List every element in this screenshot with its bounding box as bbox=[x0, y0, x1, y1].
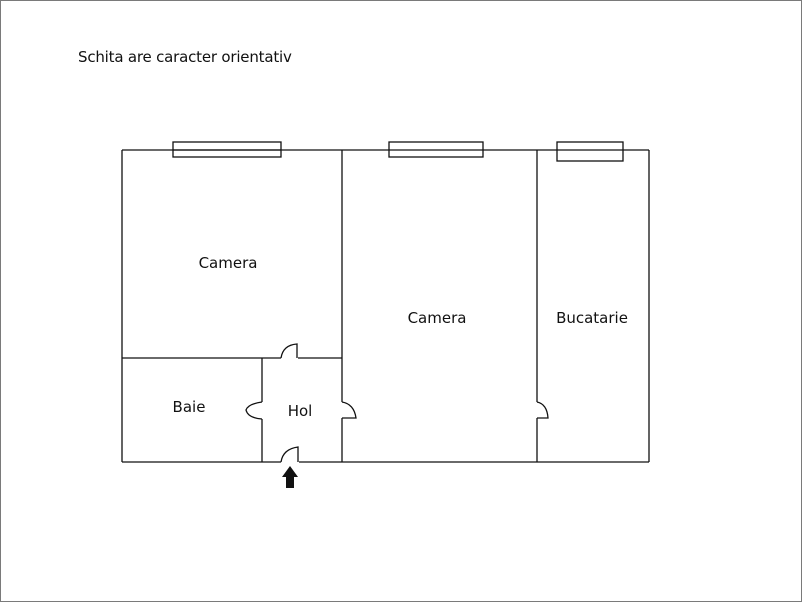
room-label-hol: Hol bbox=[288, 402, 313, 420]
window-camera2 bbox=[388, 141, 484, 158]
window-bucatarie bbox=[556, 141, 624, 162]
door-camera2[interactable] bbox=[341, 401, 357, 419]
up-arrow-icon bbox=[282, 466, 298, 488]
room-label-camera-1: Camera bbox=[199, 254, 258, 272]
door-baie[interactable] bbox=[245, 401, 263, 420]
door-bucatarie[interactable] bbox=[536, 401, 549, 419]
room-label-camera-2: Camera bbox=[408, 309, 467, 327]
room-label-baie: Baie bbox=[173, 398, 206, 416]
room-label-bucatarie: Bucatarie bbox=[556, 309, 628, 327]
door-entrance[interactable] bbox=[280, 446, 299, 463]
disclaimer-note: Schita are caracter orientativ bbox=[78, 48, 292, 66]
door-camera1[interactable] bbox=[280, 343, 298, 359]
